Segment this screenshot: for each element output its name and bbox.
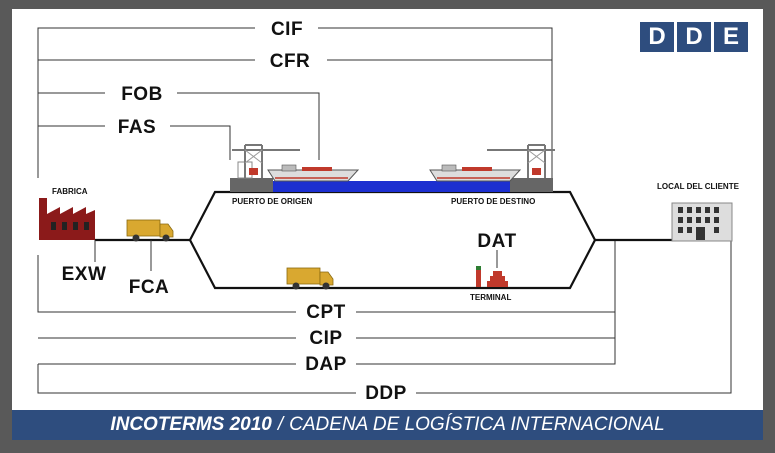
logo-letter: E: [714, 22, 748, 52]
destination-port-icon: [487, 144, 555, 192]
diagram-panel: [12, 9, 763, 410]
footer-separator: /: [277, 414, 284, 435]
terminal-label: TERMINAL: [470, 293, 511, 302]
logo-letter: D: [640, 22, 674, 52]
dat-label: DAT: [477, 231, 516, 252]
building-icon: [671, 202, 733, 242]
factory-icon: [39, 198, 95, 240]
ddp-bracket: DDP: [37, 240, 732, 404]
logistics-route: [95, 190, 672, 290]
cif-bracket: CIF: [37, 19, 553, 178]
fas-label: FAS: [118, 117, 156, 138]
dde-logo: D D E: [640, 22, 748, 52]
fas-bracket: FAS: [38, 117, 231, 160]
sea: [273, 181, 510, 192]
ship-origin-icon: [267, 164, 360, 182]
footer-title: INCOTERMS 2010: [110, 414, 272, 435]
ship-destination-icon: [429, 164, 522, 182]
terminal-icon: [476, 266, 508, 287]
footer-banner: INCOTERMS 2010 / CADENA DE LOGÍSTICA INT…: [12, 410, 763, 440]
cpt-label: CPT: [306, 302, 346, 323]
footer-subtitle: CADENA DE LOGÍSTICA INTERNACIONAL: [289, 414, 665, 435]
factory-label: FABRICA: [52, 187, 88, 196]
origin-port-label: PUERTO DE ORIGEN: [232, 197, 313, 206]
fob-bracket: FOB: [38, 84, 320, 160]
ddp-label: DDP: [365, 383, 407, 404]
cip-bracket: CIP: [38, 328, 615, 349]
truck-icon: [126, 219, 174, 242]
cip-label: CIP: [309, 328, 342, 349]
cfr-label: CFR: [270, 51, 311, 72]
cif-label: CIF: [271, 19, 303, 40]
cfr-bracket: CFR: [38, 51, 552, 72]
customer-label: LOCAL DEL CLIENTE: [657, 182, 740, 191]
fca-label: FCA: [129, 277, 170, 298]
dap-bracket: DAP: [38, 312, 616, 375]
fob-label: FOB: [121, 84, 163, 105]
logo-letter: D: [677, 22, 711, 52]
truck-icon: [286, 267, 334, 290]
origin-port-icon: [230, 144, 300, 192]
dap-label: DAP: [305, 354, 347, 375]
exw-label: EXW: [62, 264, 107, 285]
destination-port-label: PUERTO DE DESTINO: [451, 197, 535, 206]
